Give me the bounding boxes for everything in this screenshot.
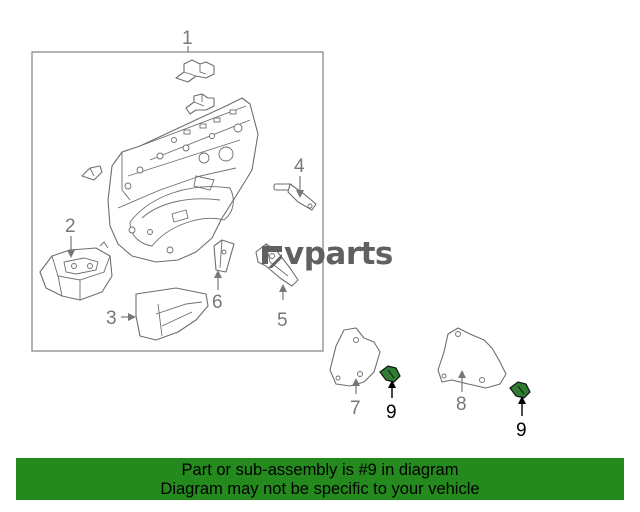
- upper-bracket-small-2: [185, 93, 215, 115]
- callout-6: 6: [212, 292, 223, 313]
- battery-tray: [39, 241, 113, 301]
- retainer-clip-9-left: [379, 365, 401, 383]
- leader-5-arrow: [279, 284, 287, 292]
- callout-9-left: 9: [386, 402, 397, 423]
- assembly-frame: [31, 51, 324, 352]
- callout-9-right: 9: [516, 420, 527, 441]
- callout-3: 3: [106, 308, 117, 329]
- insulator-pad-8: [437, 327, 507, 389]
- leader-7-arrow: [352, 378, 360, 386]
- retainer-clip-9-right: [509, 381, 531, 399]
- reinforcement-strip: [213, 239, 235, 273]
- callout-4: 4: [294, 156, 305, 177]
- harness-bracket-bolt: [273, 183, 317, 211]
- leader-2-arrow: [67, 250, 75, 258]
- leader-9-left-arrow: [388, 380, 396, 388]
- front-apron-panel: [107, 97, 259, 263]
- callout-8: 8: [456, 394, 467, 415]
- callout-7: 7: [350, 398, 361, 419]
- leader-3-arrow: [128, 313, 136, 321]
- callout-5: 5: [277, 310, 288, 331]
- callout-1: 1: [182, 28, 193, 49]
- upper-bracket-small-1: [175, 59, 215, 83]
- watermark-text: vparts: [284, 236, 393, 272]
- small-clip-left: [81, 165, 103, 181]
- z-bracket-logo-icon: [262, 246, 282, 268]
- footer-line-1: Part or sub-assembly is #9 in diagram: [181, 461, 459, 479]
- leader-8-arrow: [458, 370, 466, 378]
- footer-banner: Part or sub-assembly is #9 in diagram Di…: [16, 458, 624, 500]
- leader-9-right-arrow: [518, 396, 526, 404]
- callout-2: 2: [65, 216, 76, 237]
- insulator-pad-7: [329, 327, 381, 387]
- leader-6-arrow: [214, 270, 222, 278]
- watermark-logo: vparts: [262, 236, 393, 272]
- leader-4-arrow: [296, 190, 304, 198]
- splash-shield-panel: [135, 287, 209, 341]
- footer-line-2: Diagram may not be specific to your vehi…: [160, 480, 480, 498]
